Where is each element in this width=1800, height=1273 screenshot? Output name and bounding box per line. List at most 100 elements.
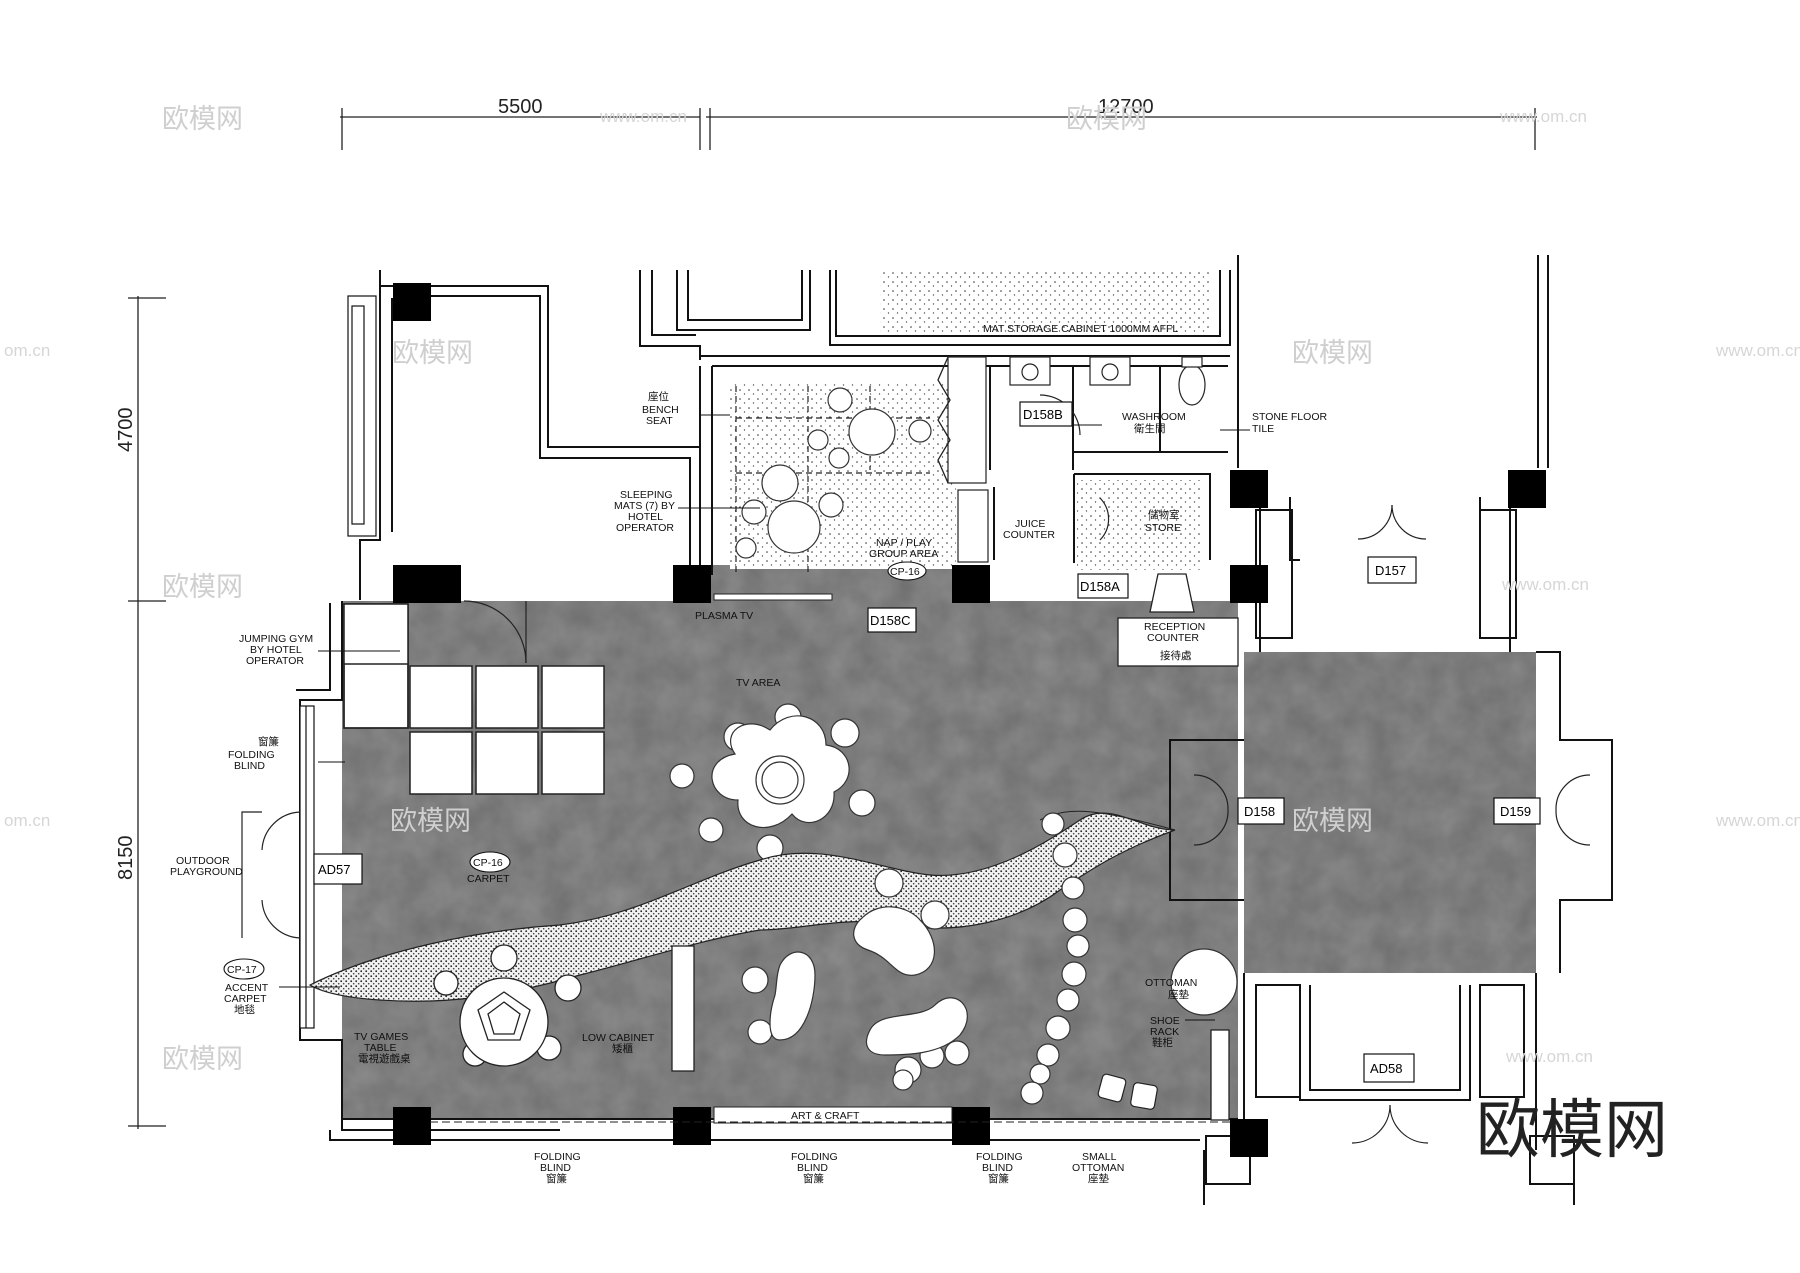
tv-games-label: TV GAMES <box>354 1031 408 1043</box>
shoe-rack <box>1210 1029 1230 1121</box>
store-floor <box>1077 480 1201 570</box>
jumping-gym-label-2: BY HOTEL <box>250 644 302 656</box>
watermark-cn-3: 欧模网 <box>392 338 473 369</box>
stone-floor-label: STONE FLOOR <box>1252 411 1327 423</box>
bean-cushion-1 <box>853 906 935 976</box>
washroom-fixtures <box>1009 356 1206 406</box>
tv-area-table <box>669 703 876 862</box>
plasma-tv-label: PLASMA TV <box>695 610 753 622</box>
door-tag-d159: D159 <box>1500 804 1531 819</box>
folding-blind-cn-1: 窗簾 <box>546 1172 567 1185</box>
reception-cn-label: 接待處 <box>1160 649 1192 662</box>
mat-storage-cabinet <box>947 356 987 484</box>
bench-label: BENCH <box>642 404 679 416</box>
store-cn-label: 儲物室 <box>1148 508 1180 521</box>
cp17-tag: CP-17 <box>227 964 257 976</box>
folding-blind-label-3: FOLDING <box>976 1151 1023 1163</box>
tv-area-label: TV AREA <box>736 677 780 689</box>
washroom-cn-label: 衛生間 <box>1134 422 1166 435</box>
tv-games-table-label: TABLE <box>364 1042 396 1054</box>
door-tag-d158: D158 <box>1244 804 1275 819</box>
left-window <box>299 295 377 1029</box>
outdoor-playground-label: OUTDOOR <box>176 855 230 867</box>
ottoman-cn: 座墊 <box>1168 988 1190 1001</box>
floor-cushions <box>741 812 1090 1105</box>
nap-play-label: NAP / PLAY <box>876 537 932 549</box>
ottoman-label: OTTOMAN <box>1145 977 1197 989</box>
watermark-url-7: www.om.cn <box>1715 811 1800 830</box>
leader-lines <box>279 414 1250 1021</box>
small-ottoman-label: SMALL <box>1082 1151 1117 1163</box>
dimension-lines <box>128 108 1537 1129</box>
mat-storage-label: MAT STORAGE CABINET 1000MM AFFL <box>983 323 1178 335</box>
shoe-rack-label: SHOE <box>1150 1015 1180 1027</box>
carpet-label: CARPET <box>467 873 510 885</box>
door-tags <box>313 401 1541 1083</box>
folding-blind-cn-3: 窗簾 <box>988 1172 1009 1185</box>
store-label: STORE <box>1145 522 1181 534</box>
jumping-gym-label-3: OPERATOR <box>246 655 304 667</box>
watermark-cn-1: 欧模网 <box>162 104 243 135</box>
tv-games-table <box>433 944 582 1067</box>
door-tag-d158a: D158A <box>1080 579 1120 594</box>
watermark-cn-2: 欧模网 <box>1066 104 1147 135</box>
sleeping-mats-label-2: MATS (7) BY <box>614 500 675 512</box>
door-tag-ad57: AD57 <box>318 862 351 877</box>
watermark-url-2: www.om.cn <box>1499 107 1587 126</box>
low-cabinet-label: LOW CABINET <box>582 1032 655 1044</box>
folding-blind-cn-left: 窗簾 <box>258 735 279 748</box>
stone-tile-label: TILE <box>1252 423 1274 435</box>
door-tag-d158c: D158C <box>870 613 910 628</box>
watermark-cn-8: 欧模网 <box>162 1044 243 1075</box>
accent-carpet-label: ACCENT <box>225 982 269 994</box>
folding-blind-label-2b: BLIND <box>797 1162 828 1174</box>
door-tag-d157: D157 <box>1375 563 1406 578</box>
material-tags <box>223 561 927 980</box>
reception-label: RECEPTION <box>1144 621 1205 633</box>
outdoor-playground-label-2: PLAYGROUND <box>170 866 243 878</box>
art-craft-counter <box>713 1106 953 1124</box>
cp16-tag-nap: CP-16 <box>890 566 920 578</box>
bean-cushion-2 <box>769 951 816 1041</box>
watermark-url-5: www.om.cn <box>1501 575 1589 594</box>
door-tag-d158b: D158B <box>1023 407 1063 422</box>
watermarks: 欧模网 www.om.cn 欧模网 www.om.cn 欧模网 欧模网 om.c… <box>4 104 1800 1075</box>
watermark-url-4: www.om.cn <box>1715 341 1800 360</box>
low-cabinet <box>671 945 695 1072</box>
watermark-cn-4: 欧模网 <box>1292 338 1373 369</box>
juice-counter-label-2: COUNTER <box>1003 529 1055 541</box>
folding-blind-label-left: FOLDING <box>228 749 275 761</box>
reception-counter-label: COUNTER <box>1147 632 1199 644</box>
dimension-5500: 5500 <box>498 96 543 118</box>
folding-blind-label-1: FOLDING <box>534 1151 581 1163</box>
folding-blind-label-left-2: BLIND <box>234 760 265 772</box>
washroom-label: WASHROOM <box>1122 411 1186 423</box>
bean-cushion-3 <box>865 997 968 1056</box>
watermark-cn-6: 欧模网 <box>390 806 471 837</box>
upper-planter <box>880 270 1210 332</box>
columns <box>393 283 1546 1157</box>
brand-logo: 欧模网 <box>1476 1094 1668 1168</box>
door-tag-ad58: AD58 <box>1370 1061 1403 1076</box>
watermark-url-3: om.cn <box>4 341 50 360</box>
folding-blind-cn-2: 窗簾 <box>803 1172 824 1185</box>
accent-carpet <box>308 812 1176 1002</box>
folding-blind-label-1b: BLIND <box>540 1162 571 1174</box>
shoe-rack-cn: 鞋柜 <box>1152 1036 1173 1049</box>
juice-counter-label: JUICE <box>1015 518 1045 530</box>
art-craft-label: ART & CRAFT <box>791 1110 860 1122</box>
sleeping-mats-label-4: OPERATOR <box>616 522 674 534</box>
bench-cn-label: 座位 <box>648 390 669 403</box>
accent-carpet-label-2: CARPET <box>224 993 267 1005</box>
watermark-cn-7: 欧模网 <box>1292 806 1373 837</box>
dimension-12700: 12700 <box>1098 96 1154 118</box>
walls <box>296 255 1613 1205</box>
folding-blind-label-2: FOLDING <box>791 1151 838 1163</box>
dimension-8150: 8150 <box>115 836 137 881</box>
folding-blind-label-3b: BLIND <box>982 1162 1013 1174</box>
dimension-4700: 4700 <box>115 408 137 453</box>
watermark-url-6: om.cn <box>4 811 50 830</box>
jumping-gym-label: JUMPING GYM <box>239 633 313 645</box>
jumping-gym <box>343 603 605 795</box>
